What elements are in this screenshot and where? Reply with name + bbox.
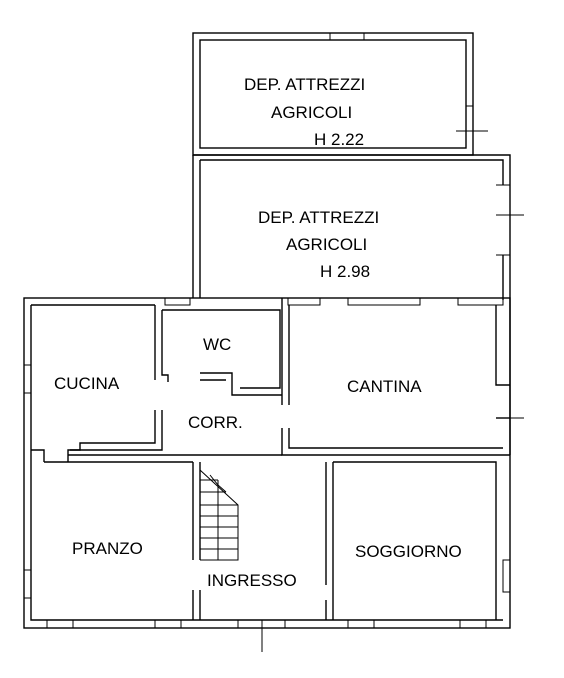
label-cucina: CUCINA [54, 374, 120, 393]
lower-room-walls [192, 461, 497, 620]
label-deposito-lower-height: H 2.98 [320, 262, 370, 281]
label-deposito-lower-line2: AGRICOLI [286, 235, 367, 254]
label-wc: WC [203, 335, 231, 354]
label-ingresso: INGRESSO [207, 571, 297, 590]
label-cantina: CANTINA [347, 377, 422, 396]
label-deposito-upper-line1: DEP. ATTREZZI [244, 75, 365, 94]
label-corridoio: CORR. [188, 413, 243, 432]
label-pranzo: PRANZO [72, 539, 143, 558]
label-deposito-upper-line2: AGRICOLI [271, 103, 352, 122]
deposito-lower-walls [192, 154, 524, 455]
main-outer-walls [23, 297, 511, 652]
label-deposito-lower-line1: DEP. ATTREZZI [258, 208, 379, 227]
label-deposito-upper-height: H 2.22 [314, 130, 364, 149]
cucina-corr-walls [31, 388, 282, 463]
label-soggiorno: SOGGIORNO [355, 542, 462, 561]
wc-walls [154, 305, 281, 389]
